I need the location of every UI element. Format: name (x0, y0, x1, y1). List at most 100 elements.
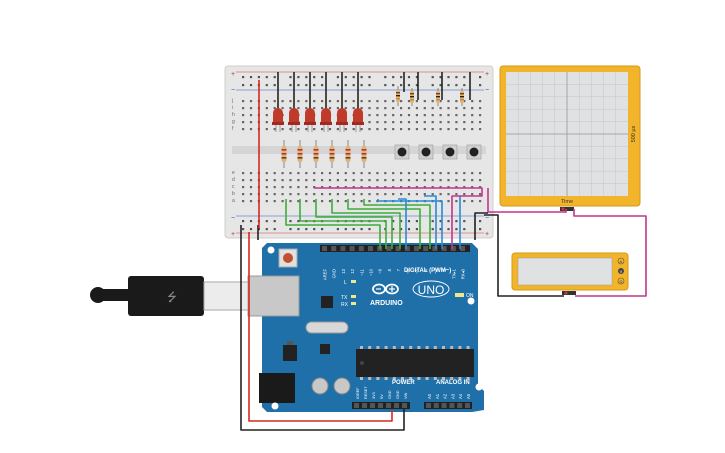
arduino-model: UNO (418, 283, 445, 297)
rail-plus-label: + (231, 71, 235, 78)
row-label: j (231, 98, 233, 104)
analog-pin-label: A5 (466, 393, 471, 399)
multimeter-mode-a: A (620, 259, 623, 264)
resistor (297, 140, 303, 168)
power-pin-label: 3V3 (372, 392, 376, 399)
wires (240, 80, 647, 431)
digital-pin-label: TX▸1 (451, 268, 456, 278)
led-ground-wires (277, 72, 471, 112)
resistor (313, 140, 319, 168)
analog-pin-label: A3 (450, 393, 455, 399)
digital-pin-label: RX◂0 (461, 268, 466, 279)
power-label: POWER (392, 380, 415, 386)
rail-minus-label-bottom: − (231, 215, 235, 222)
arduino-logo (372, 283, 399, 295)
power-pin-label: 5V (380, 394, 384, 399)
analog-label: ANALOG IN (436, 380, 470, 386)
resistor (345, 140, 351, 168)
rail-minus-label-bottom-right: − (485, 215, 489, 222)
pushbuttons (394, 144, 482, 160)
multimeter-mode-ohm: Ω (620, 279, 623, 284)
power-pin-label: VIN (404, 392, 408, 399)
multimeter: A V Ω (511, 252, 629, 295)
resistor (436, 88, 440, 106)
rail-plus-label-bottom: + (231, 231, 235, 238)
pushbutton[interactable] (394, 144, 410, 160)
rail-plus-label-bottom-right: + (485, 231, 489, 238)
digital-pin-label: 7 (396, 268, 401, 271)
digital-pin-label: 4 (424, 268, 429, 271)
multimeter-mode-v: V (620, 269, 623, 274)
arduino-brand: ARDUINO (370, 300, 403, 307)
oscilloscope-time-label: Time (561, 199, 573, 205)
top-resistors (396, 86, 464, 106)
power-pin-label: RESET (364, 386, 368, 399)
digital-pin-label: 12 (350, 268, 355, 273)
resistor (460, 88, 464, 106)
analog-pin-label: A1 (435, 393, 440, 399)
analog-header-pins (426, 403, 470, 408)
oscilloscope-timebase: 500 µs (631, 125, 637, 142)
row-label: b (232, 191, 235, 197)
resistor (281, 140, 287, 168)
led (304, 108, 316, 132)
resistor (410, 88, 414, 106)
pushbutton[interactable] (442, 144, 458, 160)
digital-header-label: DIGITAL (PWM~) (404, 268, 451, 274)
digital-pin-label: 2 (442, 268, 447, 271)
row-label: e (232, 170, 235, 176)
rail-minus-label-right: − (485, 87, 489, 94)
digital-pin-label: ~3 (433, 268, 438, 273)
analog-pin-label: A2 (443, 393, 448, 399)
led (288, 108, 300, 132)
analog-pin-label: A4 (458, 393, 463, 399)
row-label: i (232, 105, 233, 111)
rail-minus-label: − (231, 87, 235, 94)
led-l-label: L (344, 280, 347, 286)
row-label: h (232, 112, 235, 118)
power-pin-label: GND (388, 390, 392, 399)
resistor (329, 140, 335, 168)
row-label: g (232, 119, 235, 125)
row-label: a (232, 198, 235, 204)
digital-pin-label: ~10 (369, 268, 374, 276)
usb-icon: ⭍ (167, 290, 177, 304)
power-header-pins (354, 403, 407, 408)
digital-pin-label: AREF (323, 269, 328, 281)
pushbutton[interactable] (466, 144, 482, 160)
resistor (361, 140, 367, 168)
digital-pin-label: GND (332, 269, 337, 278)
power-pin-label: IOREF (356, 387, 360, 399)
digital-pin-label: ~5 (415, 268, 420, 273)
digital-pin-label: ~11 (359, 268, 364, 275)
row-label: f (232, 126, 234, 132)
led (336, 108, 348, 132)
rail-plus-label-right: + (485, 71, 489, 78)
led (320, 108, 332, 132)
led (352, 108, 364, 132)
led-resistors (281, 140, 367, 168)
led (272, 108, 284, 132)
digital-pin-label: 13 (341, 268, 346, 273)
digital-pin-label: 8 (387, 268, 392, 271)
row-label: c (232, 184, 235, 190)
tx-label: TX (341, 295, 348, 301)
oscilloscope: 500 µs Time (499, 65, 641, 211)
rx-label: RX (341, 302, 349, 308)
power-pin-labels: IOREF RESET 3V3 5V GND GND VIN (356, 386, 408, 399)
resistor (396, 86, 400, 106)
pushbutton[interactable] (418, 144, 434, 160)
power-pin-label: GND (396, 390, 400, 399)
usb-cable: ⭍ (90, 276, 249, 316)
row-label: d (232, 177, 235, 183)
digital-pin-label: ~9 (378, 268, 383, 273)
on-label: ON (466, 293, 474, 299)
microcontroller-pins (360, 346, 470, 380)
led-row (272, 108, 364, 132)
analog-pin-label: A0 (427, 393, 432, 399)
